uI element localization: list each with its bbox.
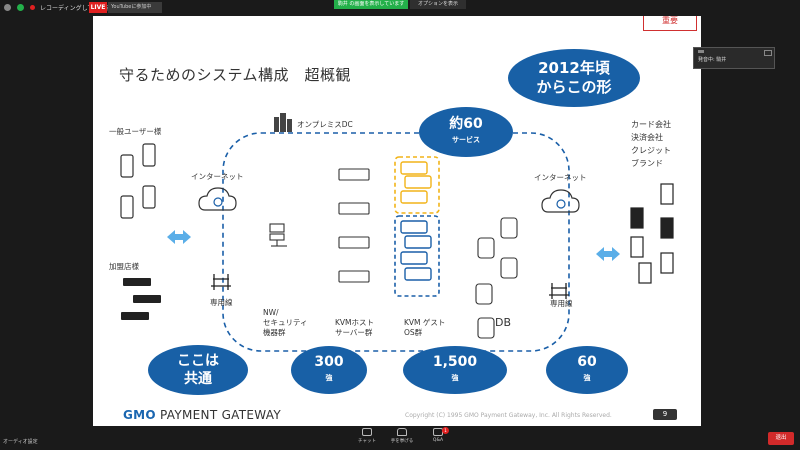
hand-icon — [397, 428, 407, 436]
shared-slide: 重要 守るためのシステム構成 超概観 — [93, 16, 701, 426]
merchant-pos-icons — [121, 278, 161, 320]
card-companies-label: カード会社 決済会社 クレジット ブランド — [631, 120, 671, 168]
bidirectional-arrow-left — [167, 230, 191, 244]
youtube-live-button[interactable]: YouTubeに参加中 — [108, 2, 162, 13]
important-badge: 重要 — [643, 16, 697, 31]
recording-dot-icon — [30, 5, 35, 10]
leased-line-label-right: 専用線 — [550, 299, 573, 308]
leased-line-label-left: 専用線 — [210, 298, 233, 307]
db-count-bubble: 60 強 — [546, 346, 628, 394]
slide-page-number: 9 — [653, 409, 677, 420]
onpremise-dc-label: オンプレミスDC — [297, 120, 353, 129]
shield-icon[interactable] — [17, 4, 24, 11]
services-highlight-box — [394, 156, 440, 214]
common-area-bubble: ここは 共通 — [148, 345, 248, 395]
screen-share-banner: 駒井 の画面を表示しています — [334, 0, 408, 9]
nw-security-label: NW/ セキュリティ 機器群 — [263, 308, 308, 337]
kvm-host-servers — [338, 168, 370, 283]
cloud-icon-right — [541, 189, 580, 213]
chat-icon — [362, 428, 372, 436]
internet-label-right: インターネット — [534, 173, 587, 182]
leave-meeting-button[interactable]: 退出 — [768, 432, 794, 445]
network-switch-icon — [269, 223, 287, 247]
minimize-icon[interactable] — [698, 50, 704, 53]
db-label: DB — [495, 316, 512, 329]
general-users-label: 一般ユーザー様 — [109, 127, 162, 136]
database-icons — [475, 217, 518, 339]
building-icon — [274, 113, 292, 132]
guest-os-count-bubble: 1,500 強 — [403, 346, 507, 394]
merchants-label: 加盟店様 — [109, 262, 139, 271]
expand-icon[interactable] — [764, 50, 772, 56]
leased-line-icon-left — [211, 274, 231, 290]
services-count-bubble: 約60 サービス — [419, 107, 513, 157]
bidirectional-arrow-right — [596, 247, 620, 261]
yellow-windows — [400, 161, 432, 204]
card-terminal-icons — [630, 183, 674, 284]
info-icon[interactable] — [4, 4, 11, 11]
nw-count-bubble: 300 強 — [291, 346, 367, 394]
leased-line-icon-right — [549, 283, 569, 299]
raise-hand-button[interactable]: 手を挙げる — [387, 428, 417, 444]
copyright-text: Copyright (C) 1995 GMO Payment Gateway, … — [405, 412, 612, 419]
since-2012-bubble: 2012年頃 からこの形 — [508, 49, 640, 107]
system-boundary — [222, 132, 570, 352]
phone-icons — [120, 143, 156, 219]
slide-title: 守るためのシステム構成 超概観 — [119, 66, 352, 84]
internet-label-left: インターネット — [191, 172, 244, 181]
kvm-host-label: KVMホスト サーバー群 — [335, 318, 375, 337]
live-badge: LIVE — [89, 2, 107, 13]
chat-button[interactable]: チャット — [352, 428, 382, 444]
gmo-logo: GMO PAYMENT GATEWAY — [123, 408, 281, 422]
blue-windows — [400, 220, 432, 281]
cloud-icon-left — [198, 187, 237, 211]
kvm-guest-label: KVM ゲスト OS群 — [404, 318, 446, 337]
recording-status: レコーディングしています — [40, 5, 112, 12]
speaker-name: 発音中: 駒井 — [698, 57, 727, 63]
recording-toolbar: レコーディングしています LIVE YouTubeに参加中 駒井 の画面を表示し… — [0, 0, 800, 16]
guest-os-box — [394, 215, 440, 297]
audio-settings-button[interactable]: オーディオ設定 — [3, 439, 38, 445]
meeting-controls-bar: オーディオ設定 チャット 手を挙げる Q&A 1 退出 — [0, 427, 800, 450]
view-options-button[interactable]: オプションを表示 — [410, 0, 466, 9]
speaker-video-panel[interactable]: 発音中: 駒井 — [693, 47, 775, 69]
qa-count-badge: 1 — [442, 427, 449, 434]
architecture-diagram — [120, 113, 674, 352]
